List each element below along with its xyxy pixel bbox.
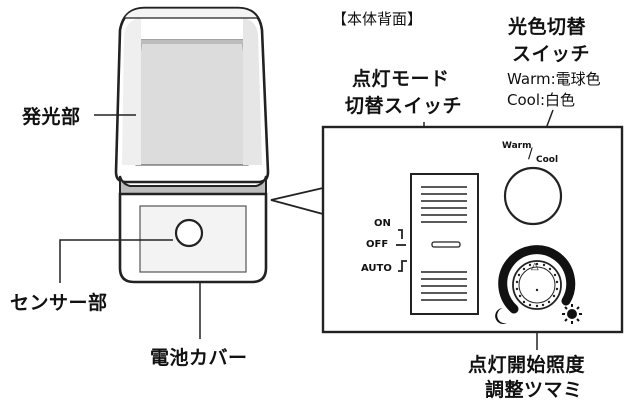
label-battery-cover: 電池カバー bbox=[150, 347, 248, 369]
label-dial-line2: 調整ツマミ bbox=[485, 379, 583, 401]
device-light-cap bbox=[114, 6, 270, 184]
label-color-switch-line1: 光色切替 bbox=[508, 16, 587, 38]
switch-position-off: OFF bbox=[366, 239, 389, 250]
color-button-warm-label: Warm bbox=[502, 141, 532, 151]
back-view-title: 【本体背面】 bbox=[332, 10, 423, 28]
tick-auto bbox=[398, 260, 407, 272]
dial-arrow-indicator: △ bbox=[531, 261, 539, 272]
color-button-cool-label: Cool bbox=[536, 155, 559, 165]
switch-position-on: ON bbox=[374, 218, 391, 229]
label-cool-desc: Cool:白色 bbox=[507, 91, 576, 109]
color-switch-button[interactable] bbox=[503, 166, 563, 226]
mode-switch[interactable] bbox=[410, 173, 479, 315]
label-sensor: センサー部 bbox=[10, 292, 108, 314]
label-mode-switch-line2: 切替スイッチ bbox=[345, 95, 463, 117]
crescent-moon-icon bbox=[495, 308, 507, 324]
tick-on bbox=[398, 229, 403, 239]
sun-icon bbox=[562, 304, 582, 324]
leader-sensor bbox=[59, 239, 173, 283]
sensor-lens bbox=[174, 218, 204, 248]
brightness-dial[interactable] bbox=[498, 245, 576, 314]
switch-position-auto: AUTO bbox=[361, 263, 392, 274]
callout-pointer bbox=[270, 187, 324, 215]
device-collar bbox=[119, 175, 267, 197]
color-button-slash: / bbox=[528, 146, 533, 162]
label-mode-switch-line1: 点灯モード bbox=[352, 68, 450, 90]
label-light-emitter: 発光部 bbox=[22, 106, 81, 128]
label-warm-desc: Warm:電球色 bbox=[507, 70, 601, 88]
label-color-switch-line2: スイッチ bbox=[512, 43, 591, 65]
label-dial-line1: 点灯開始照度 bbox=[468, 354, 586, 376]
